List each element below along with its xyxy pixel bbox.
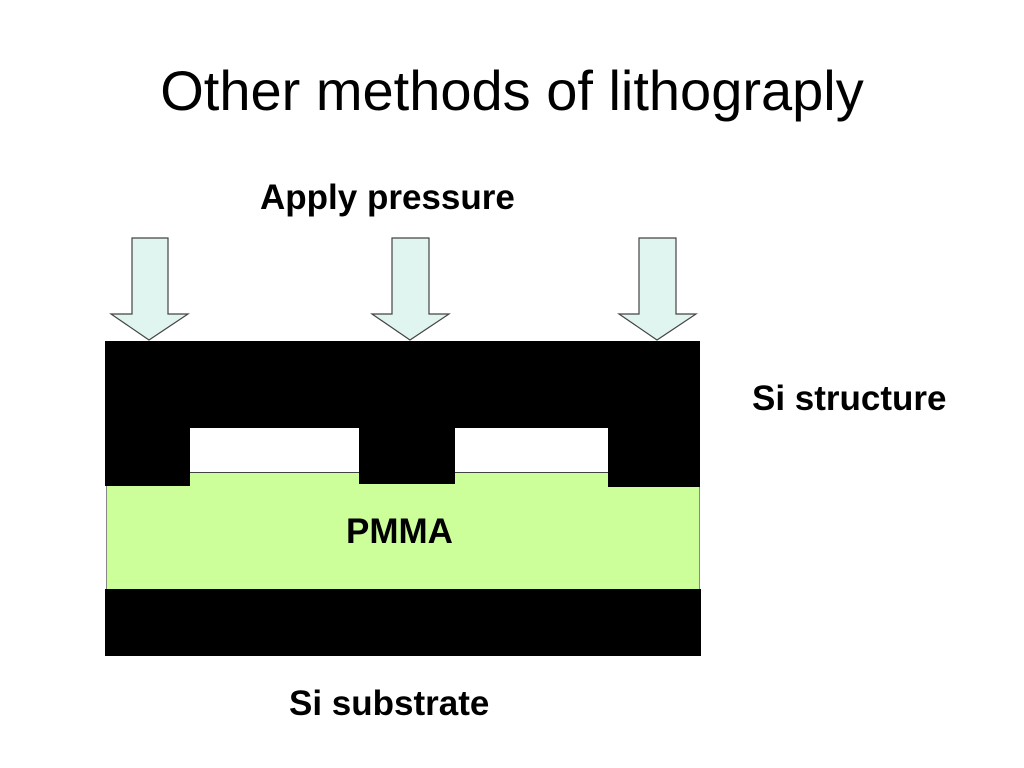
slide-title: Other methods of lithograply: [160, 59, 864, 122]
pressure-arrow-left: [109, 237, 190, 341]
si-substrate-label: Si substrate: [289, 684, 490, 723]
si-substrate-layer: [105, 589, 701, 656]
pressure-arrow-middle: [370, 237, 451, 341]
pressure-arrow-right: [617, 237, 698, 341]
pmma-label: PMMA: [346, 512, 453, 551]
pmma-layer: [106, 472, 700, 589]
si-structure-label: Si structure: [752, 379, 947, 418]
si-structure-stamp: [105, 341, 700, 487]
apply-pressure-label: Apply pressure: [260, 178, 515, 217]
